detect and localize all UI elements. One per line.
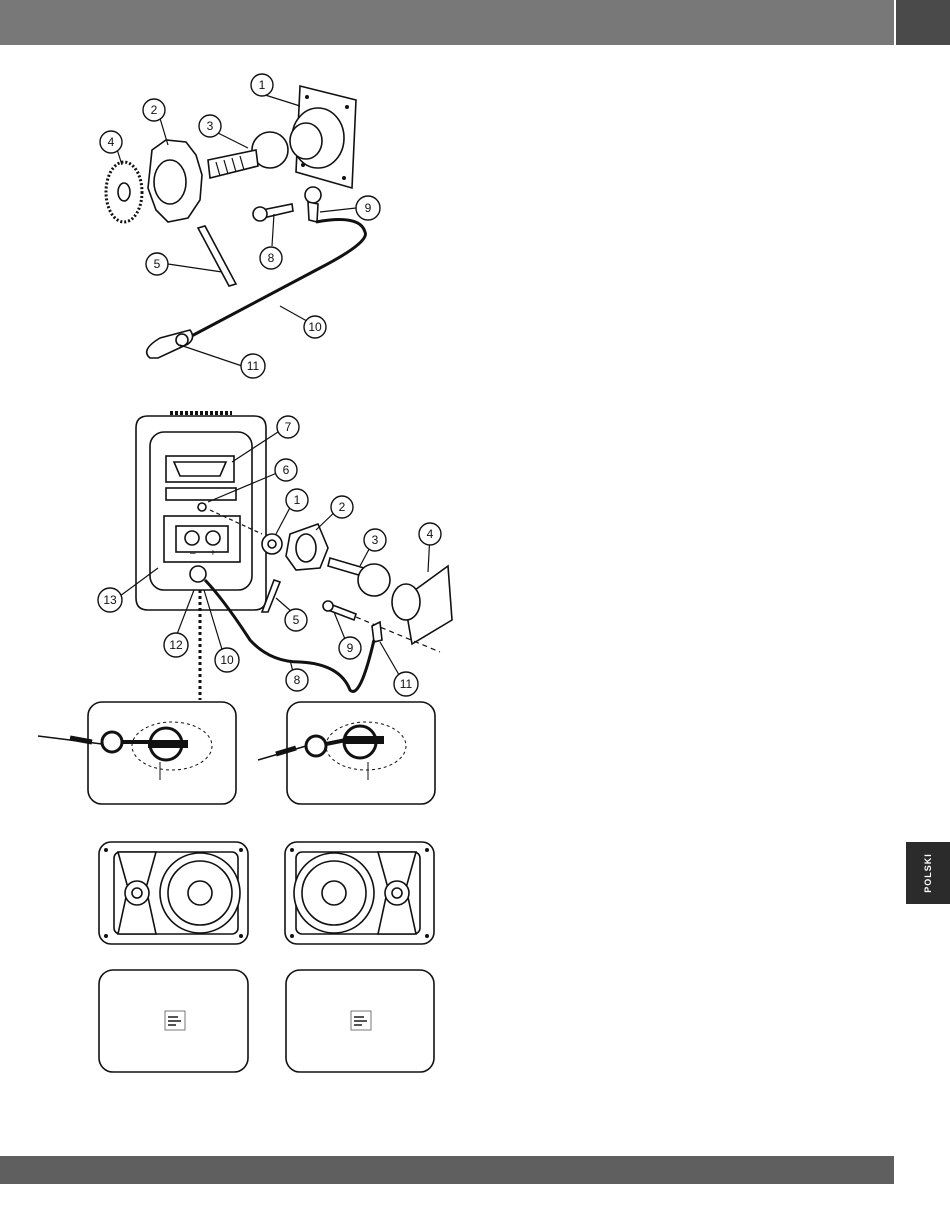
speaker-front-left (99, 842, 248, 944)
speaker-rear-left (99, 970, 248, 1072)
callout-8: 8 (286, 669, 308, 691)
screw-head (253, 207, 267, 221)
svg-text:8: 8 (294, 673, 301, 687)
callout-8: 10 (304, 316, 326, 338)
terminal-plus (206, 531, 220, 545)
svg-text:9: 9 (365, 201, 372, 215)
callout-10: 10 (215, 648, 239, 672)
terminal-minus-label: – (190, 548, 196, 559)
svg-text:5: 5 (293, 613, 300, 627)
callout-1: 4 (100, 131, 122, 153)
ball-stud-shaft (208, 150, 258, 178)
svg-text:8: 8 (268, 251, 275, 265)
lanyard-ring-part (305, 187, 321, 203)
svg-text:2: 2 (339, 500, 346, 514)
svg-text:11: 11 (247, 359, 260, 373)
callout-9: 9 (339, 637, 361, 659)
cable-attach-point (190, 566, 206, 582)
callout-3: 3 (199, 115, 221, 137)
callout-12: 12 (164, 633, 188, 657)
speaker-back-diagram: – + 7 6 1 2 (98, 413, 452, 700)
svg-text:12: 12 (169, 638, 183, 652)
callout-9: 8 (260, 247, 282, 269)
callout-11: 11 (394, 672, 418, 696)
svg-text:10: 10 (220, 653, 234, 667)
svg-text:13: 13 (103, 593, 117, 607)
speaker-front-right (285, 842, 434, 944)
svg-text:3: 3 (372, 533, 379, 547)
pin-part (198, 226, 236, 286)
ball-stud-ball (358, 564, 390, 596)
cable-clip-ring (176, 334, 188, 346)
svg-text:7: 7 (285, 420, 292, 434)
socket-inner (290, 123, 322, 159)
callout-10: 11 (241, 354, 265, 378)
svg-text:1: 1 (294, 493, 301, 507)
svg-text:4: 4 (108, 135, 115, 149)
plate-screw-hole (305, 95, 309, 99)
svg-text:1: 1 (259, 78, 266, 92)
terminal-plus-label: + (210, 548, 216, 559)
callout-11: 9 (356, 196, 380, 220)
svg-text:2: 2 (151, 103, 158, 117)
socket-part (392, 584, 420, 620)
clip-detail-left (38, 702, 236, 804)
clip-detail-right (258, 702, 435, 804)
callout-4: 1 (251, 74, 273, 96)
plate-screw-hole (345, 105, 349, 109)
callout-5: 5 (285, 609, 307, 631)
svg-text:3: 3 (207, 119, 214, 133)
svg-text:6: 6 (283, 463, 290, 477)
lanyard-terminal (372, 622, 382, 642)
mount-socket (198, 503, 206, 511)
callout-7: 7 (277, 416, 299, 438)
washer-hole (118, 183, 130, 201)
callout-13: 13 (98, 588, 122, 612)
top-exploded-diagram: 1 2 3 4 5 8 9 10 11 (100, 74, 380, 378)
svg-text:5: 5 (154, 257, 161, 271)
callout-2: 2 (331, 496, 353, 518)
plate-screw-hole (342, 176, 346, 180)
callout-6: 6 (275, 459, 297, 481)
callout-5: 5 (146, 253, 168, 275)
callout-4: 4 (419, 523, 441, 545)
svg-text:10: 10 (308, 320, 322, 334)
callout-1: 1 (286, 489, 308, 511)
terminal-minus (185, 531, 199, 545)
lanyard-terminal (308, 202, 318, 222)
svg-text:9: 9 (347, 641, 354, 655)
svg-text:11: 11 (400, 677, 413, 691)
svg-text:4: 4 (427, 527, 434, 541)
callout-2: 2 (143, 99, 165, 121)
callout-3: 3 (364, 529, 386, 551)
speaker-rear-right (286, 970, 434, 1072)
lock-knob-bore (154, 160, 186, 204)
